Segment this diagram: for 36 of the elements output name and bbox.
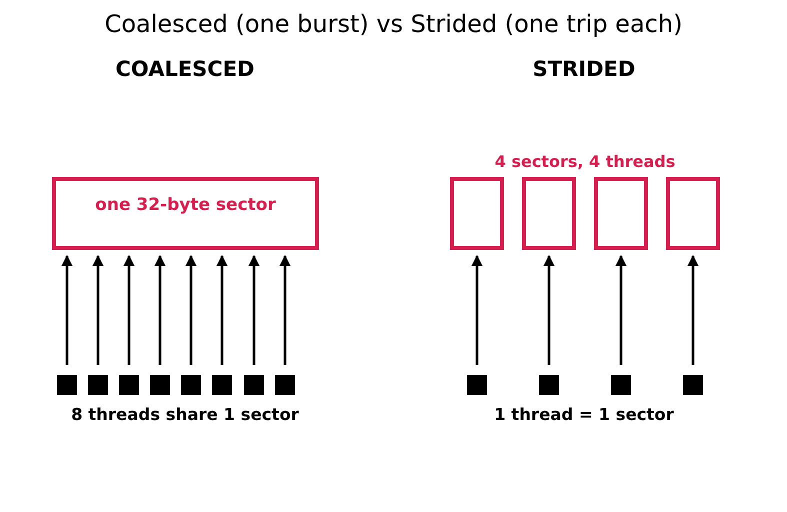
thread-square [212,375,232,395]
arrow [687,254,699,365]
thread-square [683,375,703,395]
memory-sector-box [666,177,720,250]
arrow [471,254,483,365]
caption: 8 threads share 1 sector [70,405,300,424]
thread-square [119,375,139,395]
thread-square [181,375,201,395]
section-heading: STRIDED [532,57,636,81]
thread-square [150,375,170,395]
thread-square [88,375,108,395]
thread-square [57,375,77,395]
thread-square [275,375,295,395]
thread-square [611,375,631,395]
memory-sector-box [522,177,576,250]
arrow [92,254,104,365]
arrow [248,254,260,365]
annotation: 4 sectors, 4 threads [494,152,676,171]
arrow [123,254,135,365]
memory-sector-box [450,177,504,250]
arrow [543,254,555,365]
arrow [61,254,73,365]
memory-sector-box [52,177,319,250]
memory-sector-box [594,177,648,250]
thread-square [467,375,487,395]
arrow [615,254,627,365]
arrow [185,254,197,365]
thread-square [244,375,264,395]
section-heading: COALESCED [114,57,256,81]
caption: 1 thread = 1 sector [493,405,675,424]
sector-label: one 32-byte sector [94,195,277,215]
arrow [279,254,291,365]
arrow [216,254,228,365]
title: Coalesced (one burst) vs Strided (one trip each) [104,10,684,38]
arrow [154,254,166,365]
thread-square [539,375,559,395]
